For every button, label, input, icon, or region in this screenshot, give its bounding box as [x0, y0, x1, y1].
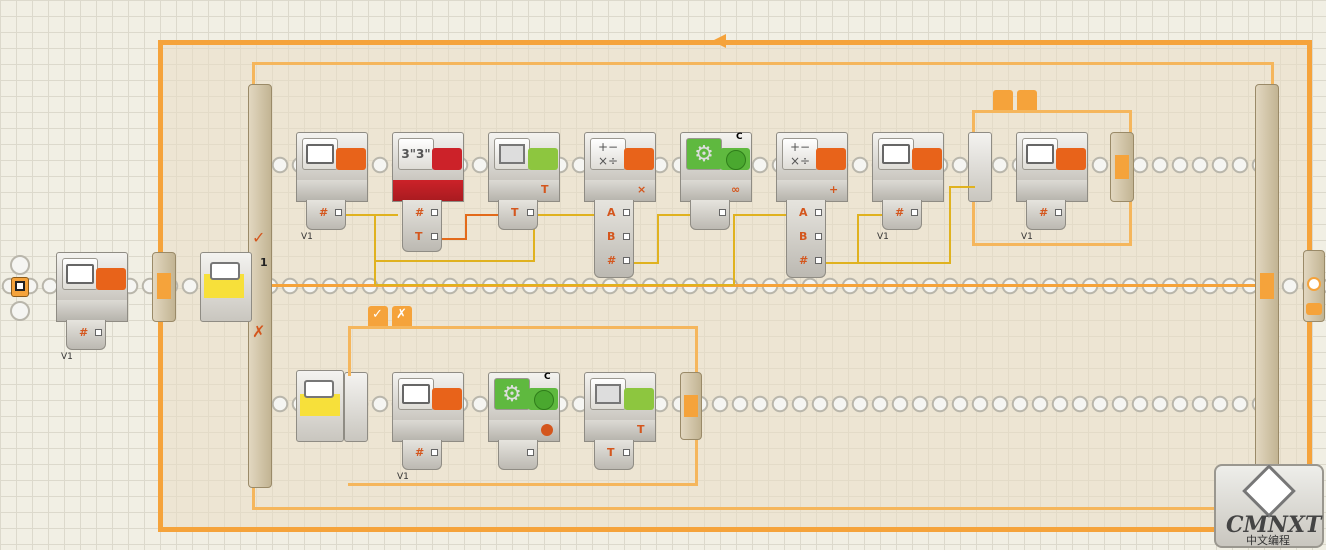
display-block[interactable]: T T [584, 372, 656, 472]
nested-switch-tab-1[interactable] [993, 90, 1013, 110]
loop-direction-arrow-icon [712, 34, 726, 48]
motor-port-label: C [544, 372, 551, 382]
nested-switch-top [972, 110, 1132, 113]
gear-icon: ⚙ [686, 138, 722, 170]
nested-switch-bottom [972, 243, 1132, 246]
variable-block[interactable]: V1 # [392, 372, 464, 482]
inner-loop-top [252, 62, 1274, 65]
infinity-icon: infinity-icon [1306, 303, 1322, 315]
data-wire [374, 284, 734, 286]
start-point-icon[interactable] [8, 255, 32, 323]
data-wire [374, 214, 376, 286]
data-wire [857, 214, 859, 264]
case2-true-tab[interactable]: ✓ [368, 306, 388, 326]
gear-icon: ⚙ [494, 378, 530, 410]
motor-port-label: C [736, 132, 743, 142]
data-wire [733, 214, 735, 286]
briefcase-icon [1022, 138, 1058, 170]
data-wire [822, 262, 950, 264]
variable-block[interactable]: V1 # [1016, 132, 1088, 242]
case2-frame-bottom [348, 483, 698, 486]
variable-block[interactable]: V1 # [872, 132, 944, 242]
motor-block[interactable]: ⚙ C ∞ [680, 132, 752, 232]
touch-sensor-block[interactable] [200, 252, 252, 322]
data-wire [374, 260, 534, 262]
data-wire [949, 186, 951, 264]
data-wire [657, 214, 659, 264]
math-icon: +−×÷ [590, 138, 626, 170]
switch-output-wire [268, 284, 1258, 287]
text-wire [436, 238, 466, 240]
nested-switch-tab-2[interactable] [1017, 90, 1037, 110]
outer-loop-start-pillar [152, 252, 176, 322]
touch-sensor-icon [210, 262, 240, 280]
text-wire [465, 214, 467, 240]
number-to-text-icon: 3"3" [398, 138, 434, 170]
touch-sensor-icon [304, 380, 334, 398]
case2-false-tab[interactable]: ✗ [392, 306, 412, 326]
text-wire [465, 214, 499, 216]
data-wire [630, 262, 658, 264]
variable-block[interactable]: V1 # [296, 132, 368, 242]
infinity-icon: ∞ [731, 183, 741, 196]
start-variable-block[interactable]: V1 # [56, 252, 128, 362]
data-wire [340, 214, 398, 216]
data-wire [857, 214, 893, 216]
briefcase-icon [878, 138, 914, 170]
math-icon: +−×÷ [782, 138, 818, 170]
briefcase-icon [302, 138, 338, 170]
display-icon [590, 378, 626, 410]
data-wire [657, 214, 693, 216]
loop-repeat-icon [1307, 277, 1321, 291]
case2-hub [344, 372, 368, 442]
false-case-icon: ✗ [252, 322, 266, 341]
data-wire [533, 214, 595, 216]
outer-loop-bottom-bar [158, 527, 1312, 532]
inner-loop-bottom [252, 507, 1274, 510]
briefcase-icon [398, 378, 434, 410]
case2-end-pillar [680, 372, 702, 440]
number-to-text-block[interactable]: 3"3" #T [392, 132, 464, 252]
controller-watermark-sub: 中文编程 [1246, 534, 1290, 547]
nxt-controller[interactable]: CMNXT 中文编程 [1214, 464, 1324, 548]
data-wire [733, 214, 793, 216]
case2-frame-left [348, 326, 351, 376]
inner-loop-end-pillar [1255, 84, 1279, 488]
stop-icon [541, 424, 553, 436]
touch-sensor-block-2[interactable] [296, 370, 344, 442]
case1-number: 1 [260, 256, 268, 269]
motor-block[interactable]: ⚙ C [488, 372, 560, 472]
outer-loop-end-pillar[interactable]: infinity-icon [1303, 250, 1325, 322]
variable-name-label: V1 [61, 352, 73, 362]
display-block[interactable]: T T [488, 132, 560, 232]
true-case-icon: ✓ [252, 228, 266, 247]
controller-watermark: CMNXT [1226, 512, 1322, 538]
nested-switch-hub [968, 132, 992, 202]
outer-loop-top-bar [158, 40, 1312, 45]
data-wire [949, 186, 975, 188]
case2-frame-top [348, 326, 698, 329]
briefcase-icon [62, 258, 98, 290]
nxt-controller-icon [1242, 464, 1296, 518]
nested-switch-end-pillar [1110, 132, 1134, 202]
data-wire [533, 214, 535, 262]
display-icon [494, 138, 530, 170]
